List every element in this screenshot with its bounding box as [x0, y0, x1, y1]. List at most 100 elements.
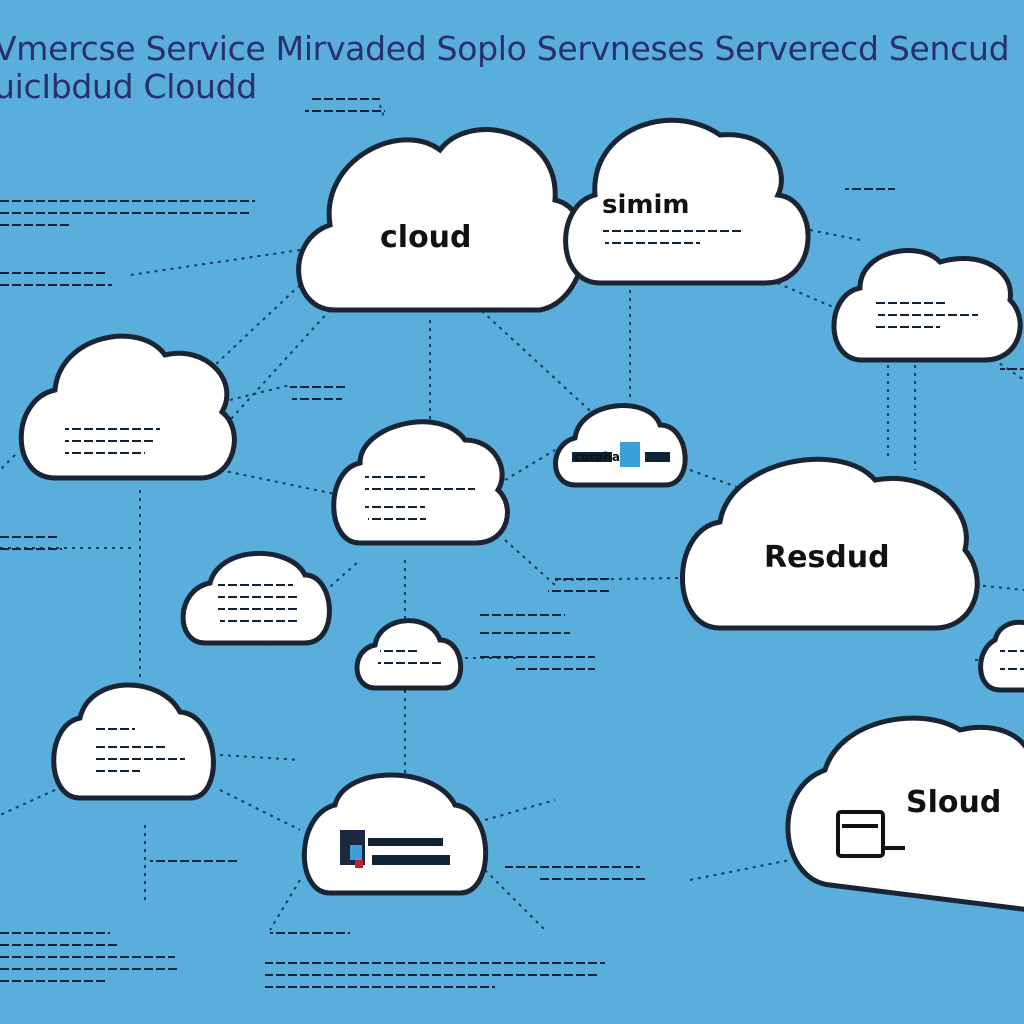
illegible-text — [1000, 650, 1024, 656]
cloud-small-center-label: coraha — [574, 450, 621, 464]
illegible-text — [292, 398, 342, 404]
illegible-text — [365, 502, 425, 508]
illegible-text — [265, 970, 600, 976]
connector-line — [689, 469, 746, 491]
connector-line — [269, 879, 301, 931]
glitch-block — [572, 452, 612, 462]
illegible-text — [265, 982, 495, 988]
cloud-left-shape — [18, 333, 237, 481]
illegible-text — [0, 942, 118, 948]
connector-line — [219, 469, 341, 496]
illegible-text — [365, 488, 475, 494]
cloud-main-label: cloud — [380, 220, 472, 255]
connector-line — [219, 789, 301, 831]
illegible-text — [555, 576, 610, 582]
illegible-text — [220, 618, 300, 624]
illegible-text — [65, 437, 155, 443]
connector-line — [554, 577, 681, 581]
connector-line — [484, 869, 546, 931]
connector-line — [129, 249, 301, 276]
illegible-text — [0, 534, 58, 540]
illegible-text — [95, 742, 165, 748]
illegible-text — [480, 614, 565, 620]
illegible-text — [548, 588, 610, 594]
connector-line — [0, 454, 16, 471]
illegible-text — [218, 593, 298, 599]
illegible-text — [368, 516, 426, 522]
illegible-text — [380, 648, 420, 654]
illegible-text — [0, 980, 105, 986]
illegible-text — [505, 862, 640, 868]
illegible-text — [605, 242, 700, 248]
illegible-text — [875, 324, 940, 330]
connector-line — [504, 449, 556, 481]
connector-line — [229, 309, 331, 421]
connector-line — [379, 104, 386, 121]
connector-line — [0, 789, 56, 816]
illegible-text — [0, 222, 72, 228]
illegible-text — [270, 930, 350, 936]
illegible-text — [378, 662, 443, 668]
server-box-icon — [836, 810, 905, 858]
glitch-block — [372, 855, 450, 865]
illegible-text — [0, 210, 250, 216]
connector-line — [809, 229, 861, 241]
connector-line — [264, 559, 361, 646]
cloud-resdud-label: Resdud — [764, 540, 890, 575]
connectors — [0, 104, 1024, 931]
glitch-block — [620, 442, 640, 467]
connector-line — [469, 299, 601, 421]
illegible-text — [265, 958, 605, 964]
illegible-text — [845, 186, 895, 192]
illegible-text — [65, 450, 145, 456]
cloud-bottom-center-shape — [301, 772, 489, 896]
illegible-text — [1000, 664, 1024, 670]
illegible-text — [603, 230, 743, 236]
connector-line — [229, 384, 291, 401]
cloud-center-shape — [331, 419, 510, 546]
connector-line — [769, 279, 841, 311]
illegible-text — [290, 386, 348, 392]
illegible-text — [540, 876, 645, 882]
illegible-text — [875, 300, 945, 306]
title-line-1: Vmercse Service Mirvaded Soplo Servneses… — [0, 29, 1010, 68]
glitch-block — [368, 838, 443, 846]
connector-line — [219, 754, 301, 761]
diagram-title: Vmercse Service Mirvaded Soplo Servneses… — [0, 30, 1024, 106]
cloud-bottom-left-shape — [51, 682, 216, 801]
cloud-tiny-shape — [354, 618, 463, 691]
illegible-text — [0, 546, 62, 552]
connector-line — [214, 284, 301, 366]
illegible-text — [310, 96, 380, 102]
illegible-text — [95, 770, 140, 776]
illegible-text — [0, 282, 112, 288]
cloud-inner-scribbles — [65, 230, 1024, 776]
glitch-image — [340, 442, 670, 868]
illegible-text — [478, 628, 570, 634]
title-line-2: uicIbdud Cloudd — [0, 67, 257, 106]
illegible-text — [0, 270, 108, 276]
illegible-text — [0, 956, 175, 962]
illegible-text — [0, 968, 180, 974]
connector-line — [689, 859, 791, 881]
illegible-text — [0, 198, 255, 204]
connector-line — [974, 584, 1024, 591]
illegible-text — [0, 930, 110, 936]
cloud-sloud-label: Sloud — [906, 785, 1002, 820]
cloud-sloud-shape — [785, 715, 1024, 912]
illegible-text — [95, 756, 185, 762]
cloud-simim-label: simim — [602, 190, 690, 220]
connector-line — [484, 799, 556, 821]
illegible-text — [1000, 368, 1024, 374]
illegible-text — [218, 580, 293, 586]
illegible-text — [65, 425, 160, 431]
clouds — [18, 117, 1024, 912]
illegible-text-blocks — [0, 96, 1024, 988]
illegible-text — [95, 728, 135, 734]
glitch-block — [645, 452, 670, 462]
cloud-edge-shape — [978, 619, 1024, 693]
glitch-block — [355, 860, 363, 868]
illegible-text — [878, 312, 978, 318]
glitch-block — [350, 845, 362, 860]
